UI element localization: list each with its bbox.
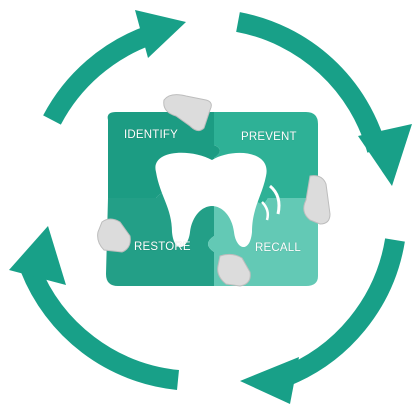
label-prevent: PREVENT: [241, 131, 297, 143]
label-restore: RESTORE: [134, 241, 191, 253]
arrow-bottom-left-arc: [20, 264, 180, 390]
arrow-top-right-arc: [236, 12, 387, 153]
tooth-icon: [155, 152, 267, 248]
puzzle-board: [106, 112, 318, 286]
cycle-arrowheads: [9, 10, 412, 404]
tooth-highlight: [268, 184, 281, 215]
hand-left-icon: [97, 218, 131, 253]
arrow-top-left-arc: [43, 25, 154, 125]
cycle-arrows: [20, 12, 405, 390]
label-recall: RECALL: [255, 242, 301, 254]
arrowhead-bottom-icon: [240, 357, 299, 404]
arrow-bottom-right-arc: [278, 238, 405, 388]
hands: [97, 94, 331, 287]
hand-top-icon: [163, 94, 212, 132]
hand-right-icon: [303, 175, 331, 225]
tooth-highlight-2: [261, 201, 270, 221]
hand-bottom-icon: [217, 253, 251, 287]
arrowhead-right-icon: [358, 124, 412, 186]
arrowhead-top-icon: [135, 10, 186, 58]
label-identify: IDENTIFY: [124, 129, 178, 141]
arrowhead-left-icon: [9, 226, 66, 285]
